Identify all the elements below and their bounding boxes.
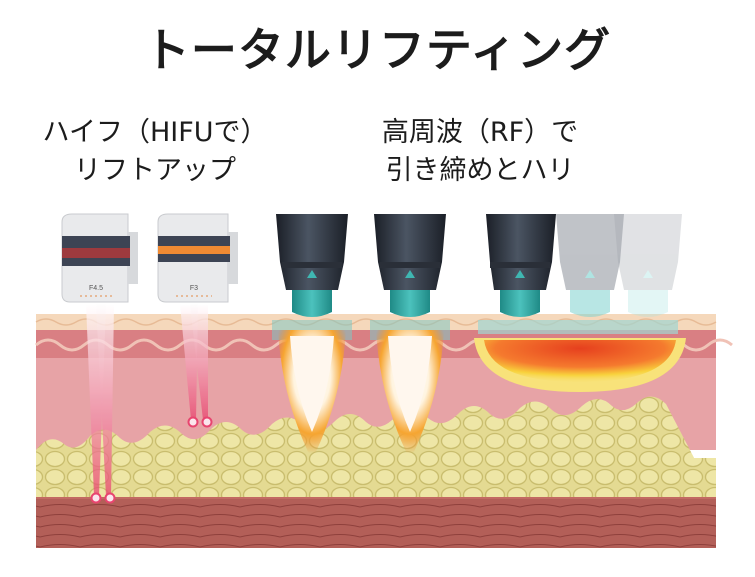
skin-layers <box>35 314 733 548</box>
hifu-caption: ハイフ（HIFUで） リフトアップ <box>20 114 290 190</box>
hifu-focal-point <box>201 416 213 428</box>
rf-handpiece-1 <box>276 214 348 317</box>
hifu-device-2: F3 <box>157 213 238 303</box>
hifu-caption-line2: リフトアップ <box>74 155 236 186</box>
rf-heat-zone-1 <box>272 320 352 460</box>
rf-handpiece-2 <box>374 214 446 317</box>
hifu-beams <box>86 304 208 496</box>
hifu-focal-point <box>187 416 199 428</box>
rf-wide-heat-zone <box>474 320 686 392</box>
rf-handpiece-5-motion <box>614 214 682 317</box>
muscle-layer <box>36 498 716 548</box>
rf-caption-line2: 引き締めとハリ <box>385 155 575 186</box>
hifu-device-2-label: F3 <box>190 285 198 292</box>
page-title: トータルリフティング <box>143 23 612 77</box>
hifu-device-1: F4.5 <box>61 213 138 303</box>
hifu-focal-point <box>104 492 116 504</box>
rf-handpiece-4-motion <box>556 214 624 317</box>
hifu-focal-points <box>90 416 213 504</box>
hifu-focal-point <box>90 492 102 504</box>
hifu-device-1-label: F4.5 <box>89 285 103 292</box>
fat-layer <box>36 458 716 498</box>
rf-caption-line1: 高周波（RF）で <box>381 117 579 148</box>
hifu-caption-line1: ハイフ（HIFUで） <box>42 117 268 148</box>
rf-caption: 高周波（RF）で 引き締めとハリ <box>345 114 615 190</box>
rf-handpiece-3 <box>486 214 556 317</box>
rf-heat-zone-2 <box>370 320 450 460</box>
